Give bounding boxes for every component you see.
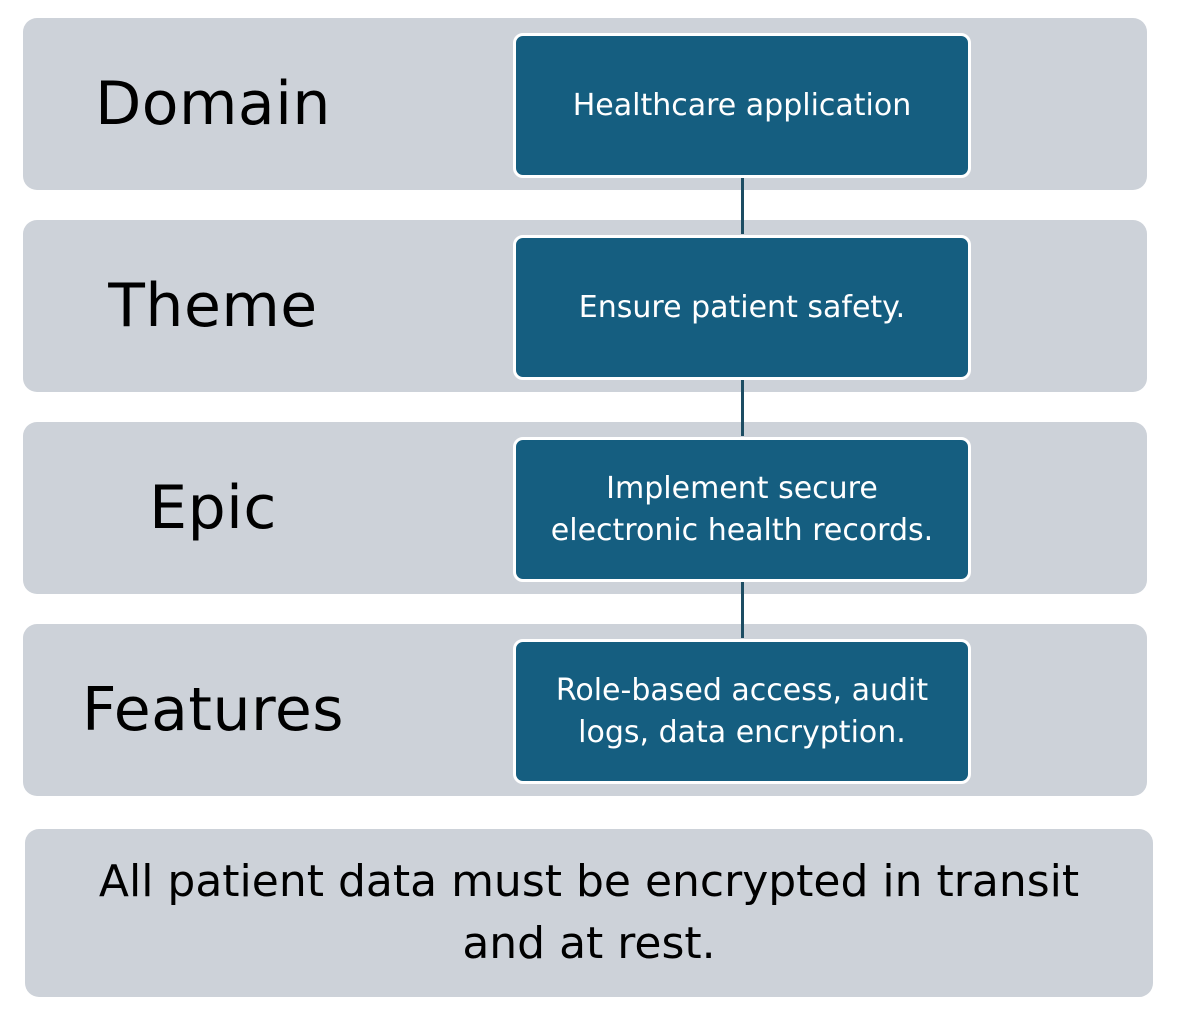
connector-theme-epic — [741, 380, 744, 436]
level-label-epic: Epic — [149, 473, 277, 543]
node-domain: Healthcare application — [513, 33, 971, 178]
level-label-domain: Domain — [95, 69, 331, 139]
connector-epic-features — [741, 582, 744, 638]
level-label-theme: Theme — [108, 271, 318, 341]
connector-domain-theme — [741, 178, 744, 234]
node-features: Role-based access, audit logs, data encr… — [513, 639, 971, 784]
level-label-features: Features — [82, 675, 344, 745]
requirement-note: All patient data must be encrypted in tr… — [25, 829, 1153, 997]
node-theme: Ensure patient safety. — [513, 235, 971, 380]
node-epic: Implement secure electronic health recor… — [513, 437, 971, 582]
